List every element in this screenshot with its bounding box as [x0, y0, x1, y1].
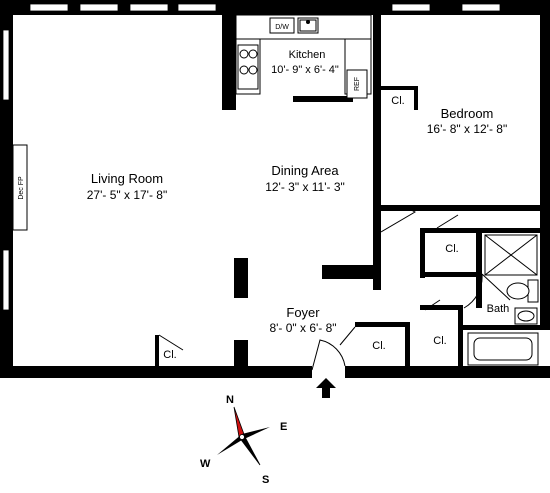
shower	[484, 234, 538, 276]
windows-left	[2, 29, 10, 311]
living-room-name: Living Room	[91, 171, 163, 186]
kitchen-name: Kitchen	[289, 49, 326, 61]
refrigerator: REF	[346, 69, 368, 99]
bath-sink	[514, 307, 538, 325]
kitchen-dims: 10'- 9" x 6'- 4"	[271, 64, 339, 76]
bathtub	[467, 332, 539, 366]
compass-north: N	[226, 394, 234, 406]
compass-rose: N E S W	[200, 394, 287, 486]
refrigerator-label: REF	[354, 77, 361, 91]
fireplace-label: Dec FP	[18, 176, 25, 200]
living-room-closet-label: Cl.	[163, 349, 176, 361]
compass-south: S	[262, 474, 269, 486]
decorative-fireplace: Dec FP	[12, 144, 28, 231]
compass-west: W	[200, 458, 211, 470]
doors	[158, 206, 511, 371]
dishwasher-label: D/W	[275, 24, 289, 31]
bedroom-dims: 16'- 8" x 12'- 8"	[427, 122, 507, 136]
interior-walls	[155, 0, 540, 368]
foyer-closet-label: Cl.	[372, 340, 385, 352]
bedroom-closet-label: Cl.	[391, 95, 404, 107]
room-labels: Living Room 27'- 5" x 17'- 8" Dining Are…	[87, 49, 510, 361]
dining-area-dims: 12'- 3" x 11'- 3"	[265, 180, 345, 194]
hall-closet-label: Cl.	[433, 335, 446, 347]
bath-hall-closet-label: Cl.	[445, 243, 458, 255]
entry-arrow	[316, 378, 336, 398]
kitchen-sink	[297, 17, 319, 34]
compass-north-needle	[233, 406, 246, 438]
bath-name: Bath	[487, 303, 510, 315]
windows-top	[29, 3, 501, 12]
dishwasher: D/W	[269, 17, 295, 34]
dining-area-name: Dining Area	[271, 163, 339, 178]
compass-east: E	[280, 421, 287, 433]
foyer-dims: 8'- 0" x 6'- 8"	[269, 321, 336, 335]
living-room-dims: 27'- 5" x 17'- 8"	[87, 188, 167, 202]
toilet	[506, 279, 539, 303]
foyer-name: Foyer	[286, 305, 320, 320]
stove	[237, 44, 259, 90]
bedroom-name: Bedroom	[441, 106, 494, 121]
